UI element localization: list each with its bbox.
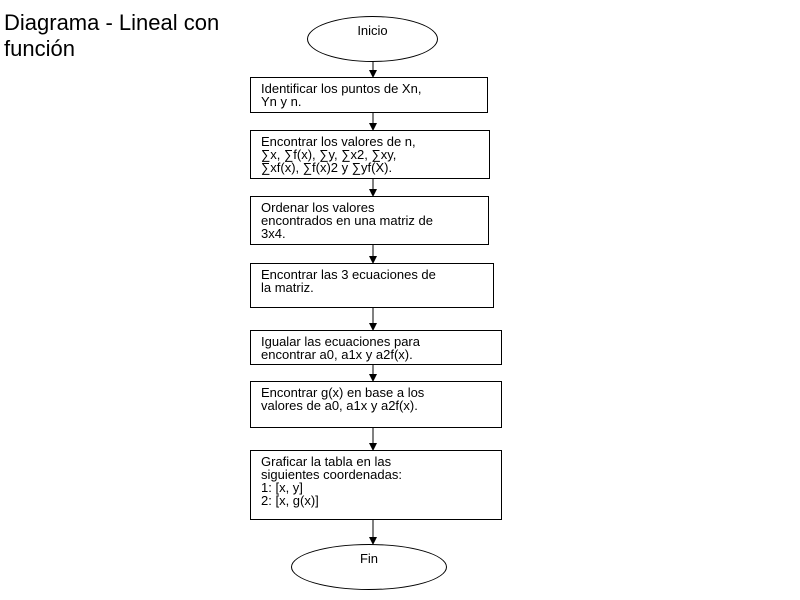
flowchart-end-node: Fin [291,544,447,590]
page-title: Diagrama - Lineal con función [4,10,220,61]
flowchart-step-6: Encontrar g(x) en base a los valores de … [250,381,502,428]
flowchart-step-2: Encontrar los valores de n, ∑x, ∑f(x), ∑… [250,130,490,179]
end-node-label: Fin [359,551,379,566]
flowchart-step-1: Identificar los puntos de Xn, Yn y n. [250,77,488,113]
start-node-label: Inicio [357,23,388,38]
flowchart-step-7: Graficar la tabla en las siguientes coor… [250,450,502,520]
flowchart-start-node: Inicio [307,16,438,62]
flowchart-step-4: Encontrar las 3 ecuaciones de la matriz. [250,263,494,308]
flowchart-step-3: Ordenar los valores encontrados en una m… [250,196,489,245]
flowchart-step-5: Igualar las ecuaciones para encontrar a0… [250,330,502,365]
